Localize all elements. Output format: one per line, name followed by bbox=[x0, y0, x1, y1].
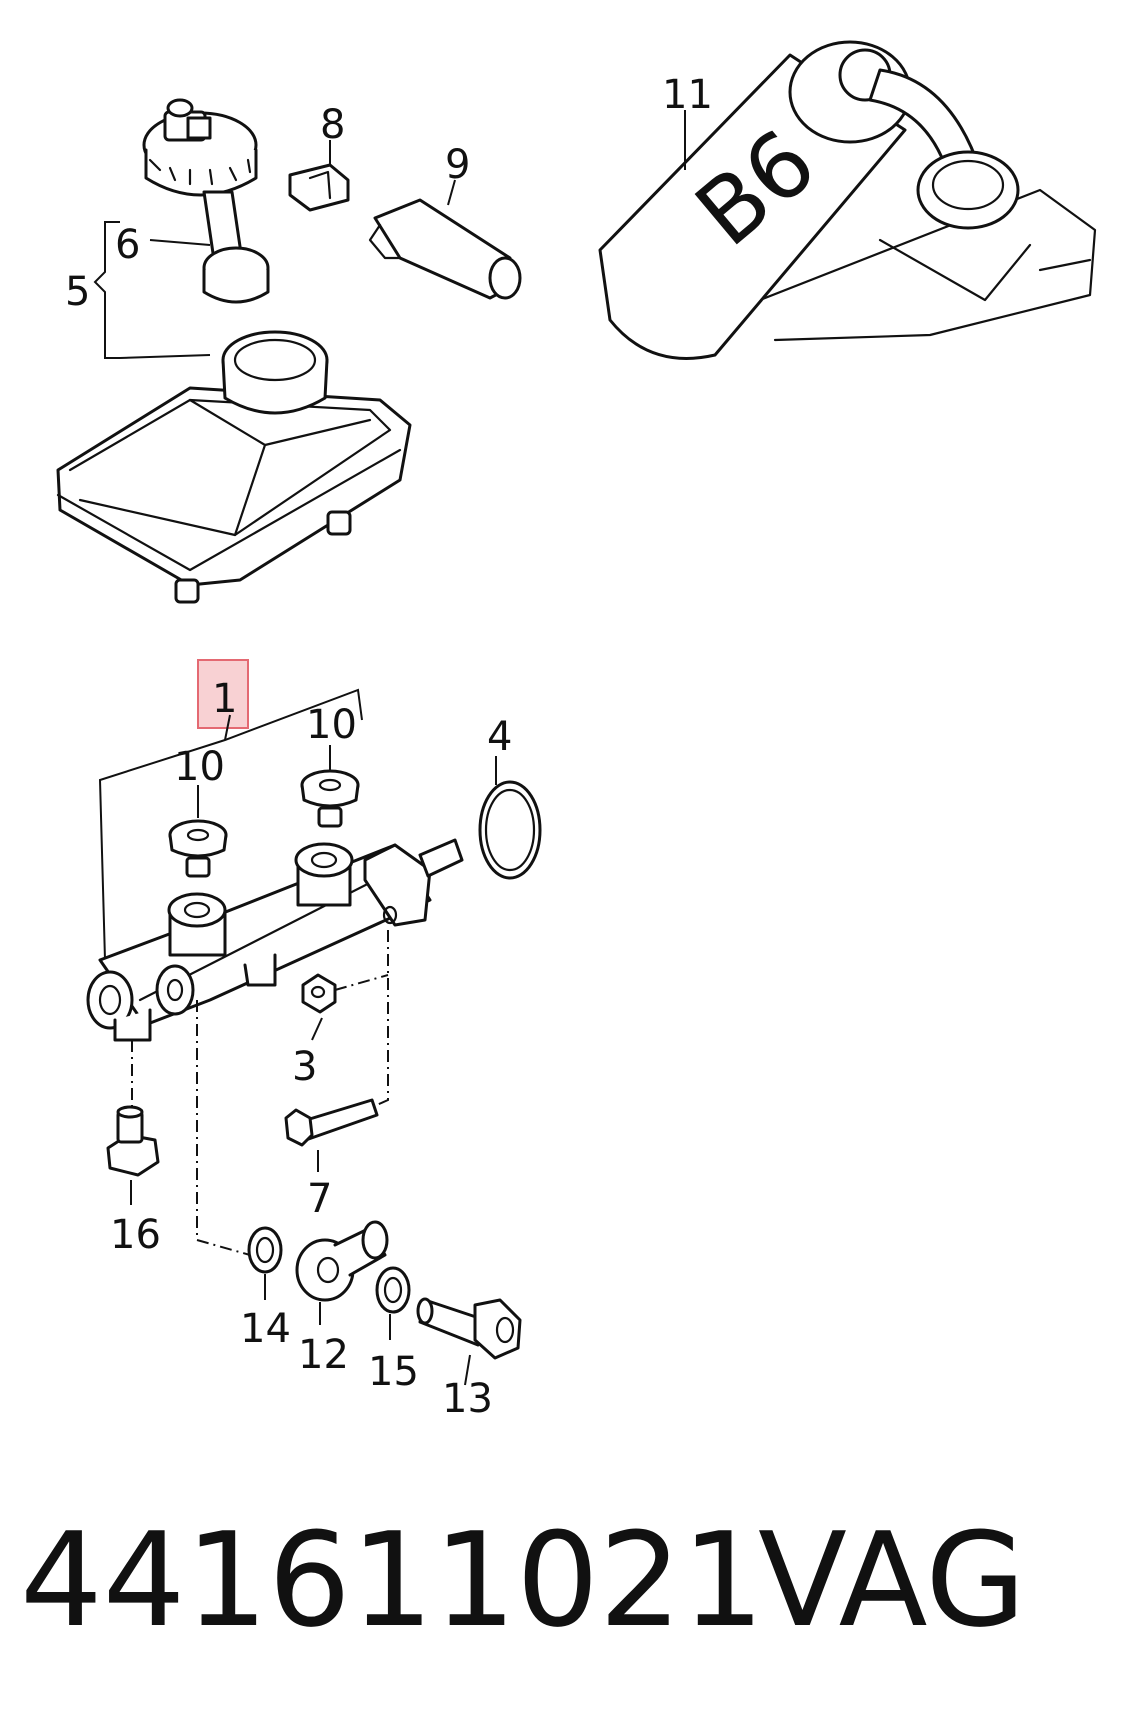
label-10-left: 10 bbox=[174, 744, 225, 790]
bracket-5 bbox=[93, 221, 120, 359]
dashline-bolt bbox=[369, 930, 389, 1109]
label-16: 16 bbox=[110, 1212, 161, 1258]
brake-fluid-reservoir bbox=[56, 330, 412, 604]
label-1: 1 bbox=[212, 676, 237, 722]
label-12: 12 bbox=[298, 1332, 349, 1378]
part-number: 441611021 bbox=[20, 1504, 764, 1656]
nut-3 bbox=[301, 973, 337, 1041]
label-13: 13 bbox=[442, 1376, 493, 1422]
highlight-box-1 bbox=[197, 659, 249, 729]
label-10-right: 10 bbox=[306, 702, 357, 748]
label-14: 14 bbox=[240, 1306, 291, 1352]
label-4: 4 bbox=[487, 714, 512, 760]
label-8: 8 bbox=[320, 102, 345, 148]
reservoir-cap bbox=[142, 98, 270, 304]
label-6: 6 bbox=[115, 222, 140, 268]
bracket-1-tip bbox=[224, 714, 231, 741]
part-8-clip bbox=[288, 140, 350, 212]
o-ring-4 bbox=[478, 756, 542, 880]
part-11-reservoir-assembly: B6 bbox=[598, 40, 1097, 360]
grommet-10-left bbox=[168, 819, 228, 878]
dashline-left-port bbox=[196, 1000, 251, 1256]
part-9-connector bbox=[368, 179, 522, 300]
label-7: 7 bbox=[307, 1176, 332, 1222]
union-12 bbox=[295, 1220, 389, 1325]
label-5: 5 bbox=[65, 269, 90, 315]
washer-15 bbox=[375, 1266, 411, 1340]
brake-master-cylinder bbox=[86, 838, 464, 1042]
washer-14 bbox=[247, 1226, 283, 1300]
label-9: 9 bbox=[445, 142, 470, 188]
leader-5 bbox=[119, 354, 211, 359]
dashline-nut bbox=[334, 974, 389, 991]
banjo-bolt-13 bbox=[416, 1297, 522, 1386]
bolt-7 bbox=[284, 1098, 379, 1172]
leader-6 bbox=[149, 239, 211, 246]
brand-name: VAG bbox=[758, 1504, 1026, 1656]
grommet-10-right bbox=[300, 769, 360, 828]
label-15: 15 bbox=[368, 1349, 419, 1395]
label-3: 3 bbox=[292, 1044, 317, 1090]
valve-16 bbox=[106, 1105, 160, 1205]
label-11: 11 bbox=[662, 72, 713, 118]
